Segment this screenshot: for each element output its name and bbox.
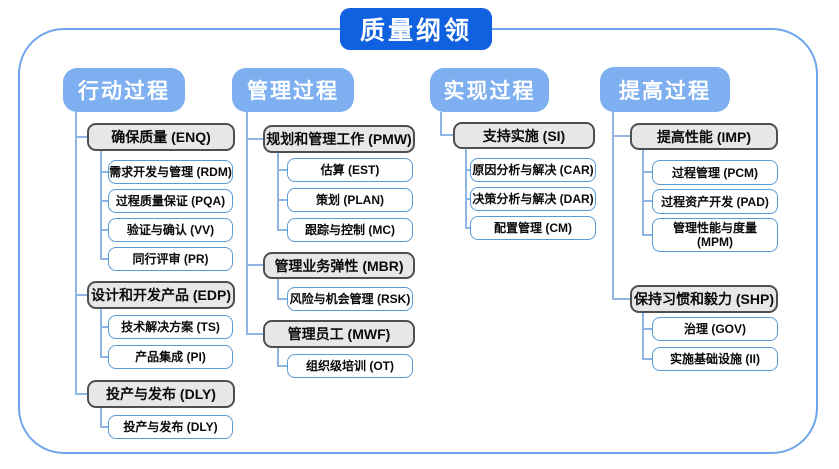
connector-line xyxy=(277,348,279,366)
connector-line xyxy=(75,136,87,138)
node-si: 支持实施 (SI) xyxy=(453,122,595,149)
node-mwf: 管理员工 (MWF) xyxy=(263,320,415,348)
connector-line xyxy=(612,112,614,299)
node-imp: 提高性能 (IMP) xyxy=(630,123,778,150)
connector-line xyxy=(100,309,102,357)
node-edp: 设计和开发产品 (EDP) xyxy=(87,281,235,309)
node-pcm: 过程管理 (PCM) xyxy=(652,160,778,185)
connector-line xyxy=(642,150,644,235)
column-header-implementation-process: 实现过程 xyxy=(430,68,549,112)
node-pmw: 规划和管理工作 (PMW) xyxy=(263,125,415,153)
connector-line xyxy=(75,393,87,395)
node-mpm: 管理性能与度量 (MPM) xyxy=(652,218,778,252)
node-pi: 产品集成 (PI) xyxy=(108,345,233,369)
node-ii: 实施基础设施 (II) xyxy=(652,347,778,371)
connector-line xyxy=(612,298,630,300)
node-cm: 配置管理 (CM) xyxy=(470,216,596,240)
connector-line xyxy=(642,328,652,330)
connector-line xyxy=(465,169,470,171)
connector-line xyxy=(246,112,248,335)
connector-line xyxy=(465,149,467,229)
connector-line xyxy=(465,227,470,229)
node-rsk: 风险与机会管理 (RSK) xyxy=(287,287,413,311)
connector-line xyxy=(100,356,108,358)
connector-line xyxy=(277,199,287,201)
connector-line xyxy=(277,365,287,367)
connector-line xyxy=(100,171,108,173)
node-ts: 技术解决方案 (TS) xyxy=(108,315,233,339)
node-dly: 投产与发布 (DLY) xyxy=(87,380,235,408)
connector-line xyxy=(100,408,102,427)
connector-line xyxy=(277,229,287,231)
connector-line xyxy=(100,258,108,260)
node-enq: 确保质量 (ENQ) xyxy=(87,123,235,151)
connector-line xyxy=(642,171,652,173)
connector-line xyxy=(440,134,453,136)
column-header-management-process: 管理过程 xyxy=(232,68,354,112)
node-mbr: 管理业务弹性 (MBR) xyxy=(263,252,415,279)
diagram-title: 质量纲领 xyxy=(340,8,492,50)
connector-line xyxy=(612,135,630,137)
connector-line xyxy=(277,169,287,171)
connector-line xyxy=(75,294,87,296)
node-vv: 验证与确认 (VV) xyxy=(108,218,233,242)
node-pqa: 过程质量保证 (PQA) xyxy=(108,189,233,213)
node-gov: 治理 (GOV) xyxy=(652,317,778,341)
node-pad: 过程资产开发 (PAD) xyxy=(652,189,778,214)
connector-line xyxy=(642,358,652,360)
node-shp: 保持习惯和毅力 (SHP) xyxy=(630,285,778,313)
connector-line xyxy=(100,426,108,428)
connector-line xyxy=(100,326,108,328)
connector-line xyxy=(440,112,442,136)
node-car: 原因分析与解决 (CAR) xyxy=(470,158,596,182)
connector-line xyxy=(277,153,279,230)
connector-line xyxy=(100,151,102,259)
connector-line xyxy=(277,279,279,299)
node-plan: 策划 (PLAN) xyxy=(287,188,413,212)
connector-line xyxy=(75,112,77,395)
node-mc: 跟踪与控制 (MC) xyxy=(287,218,413,242)
connector-line xyxy=(642,200,652,202)
connector-line xyxy=(100,200,108,202)
node-dar: 决策分析与解决 (DAR) xyxy=(470,187,596,211)
column-header-improvement-process: 提高过程 xyxy=(600,67,730,112)
connector-line xyxy=(246,138,263,140)
connector-line xyxy=(246,264,263,266)
connector-line xyxy=(642,313,644,359)
column-header-action-process: 行动过程 xyxy=(63,68,185,112)
node-dly-child: 投产与发布 (DLY) xyxy=(108,415,233,439)
node-rdm: 需求开发与管理 (RDM) xyxy=(108,160,233,184)
node-pr: 同行评审 (PR) xyxy=(108,247,233,271)
connector-line xyxy=(277,298,287,300)
connector-line xyxy=(465,198,470,200)
connector-line xyxy=(100,229,108,231)
connector-line xyxy=(246,333,263,335)
connector-line xyxy=(642,234,652,236)
node-est: 估算 (EST) xyxy=(287,158,413,182)
node-ot: 组织级培训 (OT) xyxy=(287,354,413,378)
